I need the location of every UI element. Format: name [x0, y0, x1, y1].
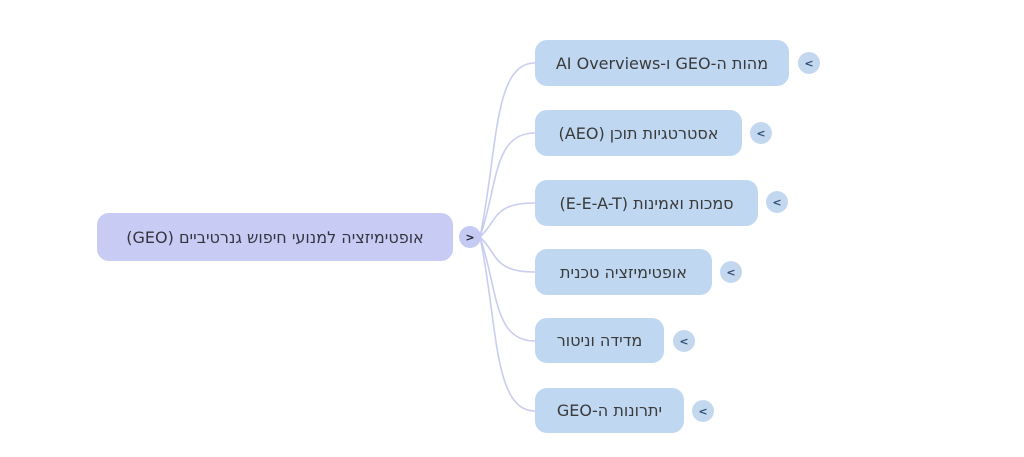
child-4-collapse-button[interactable]: <: [720, 261, 742, 283]
node-child-6[interactable]: יתרונות ה-GEO: [535, 388, 684, 433]
edge-root-to-child-4: [479, 236, 536, 273]
child-6-collapse-button[interactable]: <: [692, 400, 714, 422]
chevron-left-icon: <: [726, 265, 736, 279]
chevron-left-icon: <: [698, 404, 708, 418]
edge-root-to-child-5: [479, 236, 536, 342]
child-3-collapse-button[interactable]: <: [766, 191, 788, 213]
node-child-2[interactable]: אסטרטגיות תוכן (AEO): [535, 110, 742, 156]
node-root[interactable]: אופטימיזציה למנועי חיפוש גנרטיביים (GEO): [97, 213, 453, 261]
node-child-6-label: יתרונות ה-GEO: [556, 401, 663, 420]
chevron-left-icon: <: [772, 195, 782, 209]
node-child-5[interactable]: מדידה וניטור: [535, 318, 664, 363]
chevron-right-icon: >: [465, 230, 475, 244]
child-1-collapse-button[interactable]: <: [798, 52, 820, 74]
node-child-1-label: מהות ה-GEO ו-AI Overviews: [555, 53, 769, 73]
child-5-collapse-button[interactable]: <: [673, 330, 695, 352]
chevron-left-icon: <: [756, 126, 766, 140]
root-collapse-button[interactable]: >: [459, 226, 481, 248]
edge-root-to-child-6: [479, 236, 536, 412]
edge-root-to-child-2: [479, 132, 536, 238]
node-child-3[interactable]: סמכות ואמינות (E-E-A-T): [535, 180, 758, 226]
node-child-5-label: מדידה וניטור: [556, 331, 643, 350]
node-root-label: אופטימיזציה למנועי חיפוש גנרטיביים (GEO): [126, 227, 424, 247]
node-child-3-label: סמכות ואמינות (E-E-A-T): [559, 193, 734, 213]
edge-root-to-child-3: [479, 202, 536, 238]
child-2-collapse-button[interactable]: <: [750, 122, 772, 144]
chevron-left-icon: <: [804, 56, 814, 70]
node-child-4-label: אופטימיזציה טכנית: [560, 262, 687, 282]
edge-root-to-child-1: [479, 62, 536, 238]
chevron-left-icon: <: [679, 334, 689, 348]
node-child-4[interactable]: אופטימיזציה טכנית: [535, 249, 712, 295]
node-child-2-label: אסטרטגיות תוכן (AEO): [558, 123, 719, 143]
node-child-1[interactable]: מהות ה-GEO ו-AI Overviews: [535, 40, 789, 86]
